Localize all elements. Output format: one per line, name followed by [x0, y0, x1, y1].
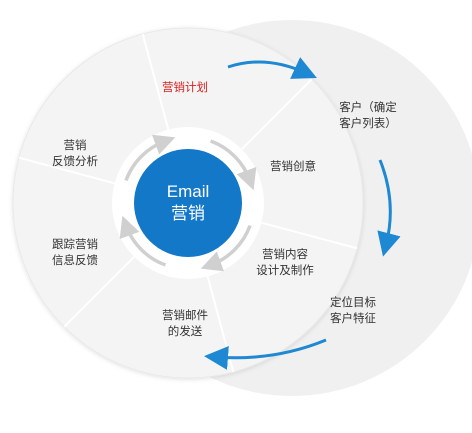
outer-step-customer-line2: 客户列表） — [339, 116, 397, 130]
outer-step-target: 定位目标 客户特征 — [330, 294, 376, 326]
segment-dividers — [18, 33, 358, 373]
segment-track: 跟踪营销 信息反馈 — [52, 236, 98, 268]
segment-analysis-line2: 反馈分析 — [52, 154, 98, 168]
segment-divider — [241, 78, 313, 150]
arrow-to-send — [204, 338, 327, 370]
segment-divider — [63, 256, 135, 328]
segment-track-line2: 信息反馈 — [52, 253, 98, 267]
inner-cycle-arrow — [119, 215, 167, 267]
segment-design-line2: 设计及制作 — [256, 263, 314, 277]
segment-idea: 营销创意 — [270, 158, 316, 174]
center-label-line1: Email — [166, 182, 210, 201]
segment-send-line2: 的发送 — [167, 324, 203, 338]
center-label: Email 营销 — [167, 181, 210, 225]
center-label-line2: 营销 — [170, 204, 205, 224]
arrow-to-target — [377, 159, 401, 257]
segment-send-line1: 营销邮件 — [162, 308, 208, 322]
segment-design: 营销内容 设计及制作 — [256, 246, 314, 278]
outer-step-customer-line1: 客户（确定 — [339, 100, 397, 114]
segment-divider — [141, 33, 170, 130]
center-circle — [134, 149, 242, 257]
arrow-to-customer — [227, 57, 317, 79]
outer-step-target-line2: 客户特征 — [330, 311, 376, 325]
segment-analysis-line1: 营销 — [63, 138, 87, 152]
segment-send: 营销邮件 的发送 — [162, 307, 208, 339]
segment-track-line1: 跟踪营销 — [52, 237, 98, 251]
segment-divider — [18, 156, 115, 185]
inner-cycle-arrow — [200, 224, 252, 272]
segment-design-line1: 营销内容 — [262, 247, 308, 261]
segment-plan-line1: 营销计划 — [162, 80, 208, 94]
segment-divider — [206, 276, 235, 373]
inner-cycle-arrow — [209, 139, 257, 191]
outer-step-customer: 客户（确定 客户列表） — [339, 99, 397, 131]
segment-idea-line1: 营销创意 — [270, 159, 316, 173]
outer-step-target-line1: 定位目标 — [330, 295, 376, 309]
segment-plan: 营销计划 — [162, 79, 208, 95]
segment-analysis: 营销 反馈分析 — [52, 137, 98, 169]
inner-cycle-arrow — [124, 134, 176, 182]
inner-cycle-arrows — [119, 134, 257, 272]
segment-divider — [261, 221, 358, 250]
